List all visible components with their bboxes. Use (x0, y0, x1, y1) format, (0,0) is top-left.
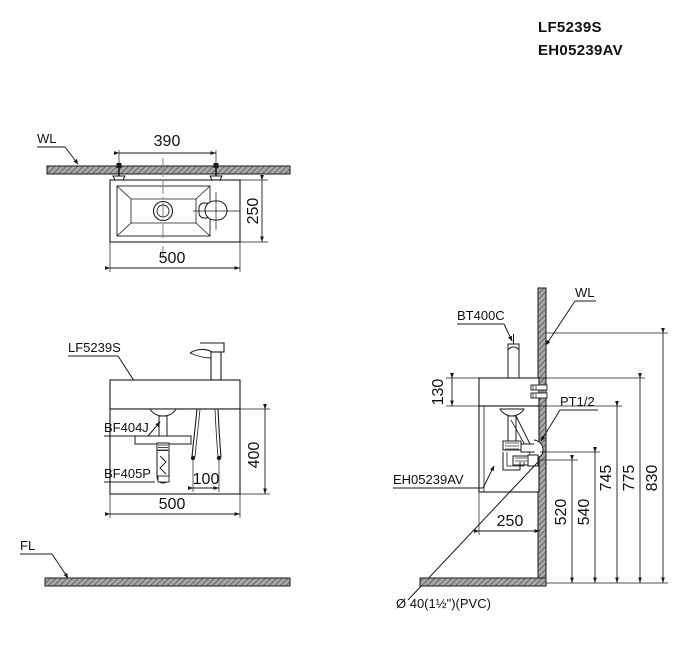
section-trap-assembly (499, 408, 544, 471)
section-dim-775-text: 775 (621, 465, 638, 492)
section-trap-model-leader: EH05239AV (393, 465, 495, 489)
section-dim-250: 250 (473, 492, 540, 535)
section-waste-pipe-leader: Ø 40(1½")(PVC) (396, 461, 539, 611)
plan-dim-390: 390 (113, 133, 217, 163)
section-dim-520-text: 520 (553, 499, 570, 526)
section-dim-130: 130 (430, 372, 479, 407)
product-code-secondary: EH05239AV (538, 42, 623, 59)
elev-dim-500: 500 (104, 494, 241, 518)
product-code-primary: LF5239S (538, 19, 602, 36)
title-block: LF5239S EH05239AV (538, 16, 698, 62)
plan-dim-500-text: 500 (159, 250, 186, 267)
section-bt400c-label: BT400C (457, 308, 505, 323)
section-waste-pipe-label: Ø 40(1½")(PVC) (396, 596, 491, 611)
section-dim-130-text: 130 (430, 379, 447, 406)
elev-model-label: LF5239S (68, 340, 121, 355)
section-floor-slab (419, 577, 547, 587)
elev-dim-100: 100 (187, 471, 220, 490)
plan-dim-390-text: 390 (154, 133, 181, 150)
elev-floor-line-leader: FL (20, 538, 69, 579)
elev-bf405p-leader: BF405P (104, 466, 155, 483)
plan-faucet (193, 192, 240, 230)
plan-wl-label: WL (37, 131, 57, 146)
section-pt12-leader: PT1/2 (540, 394, 598, 442)
section-dim-540-text: 540 (576, 499, 593, 526)
section-eh05239av-label: EH05239AV (393, 472, 464, 487)
elev-bf404j-label: BF404J (104, 420, 149, 435)
elev-dim-400: 400 (240, 403, 270, 495)
elev-floor-slab (44, 577, 291, 587)
section-dim-250-text: 250 (497, 513, 524, 530)
section-dim-stack: 520 540 745 775 830 (540, 327, 668, 584)
section-dim-830-text: 830 (644, 465, 661, 492)
elev-fl-label: FL (20, 538, 35, 553)
section-wall-line-leader: WL (545, 285, 596, 346)
section-supply-fittings (530, 384, 548, 399)
section-pt12-label: PT1/2 (560, 394, 595, 409)
elev-dim-500-text: 500 (159, 496, 186, 513)
plan-dim-250: 250 (240, 174, 268, 243)
section-wl-label: WL (575, 285, 595, 300)
elev-bf405p-label: BF405P (104, 466, 151, 481)
section-view-group: WL BT400C (393, 285, 668, 611)
plan-wall-line-leader: WL (37, 131, 79, 165)
plan-dim-250-text: 250 (245, 198, 262, 225)
elev-supply-lines (190, 408, 222, 492)
elev-bf404j-leader: BF404J (104, 420, 161, 437)
elev-dim-400-text: 400 (246, 442, 263, 469)
plan-view-group: WL (37, 131, 291, 272)
elev-faucet (189, 342, 225, 381)
section-dim-745-text: 745 (598, 465, 615, 492)
plan-wall-band (46, 165, 291, 175)
elev-drain-assembly (134, 408, 192, 484)
section-bt400c-leader: BT400C (457, 308, 513, 342)
plan-mounting-bolts (112, 163, 223, 181)
plan-dim-500: 500 (104, 242, 241, 272)
elevation-view-group: LF5239S (20, 340, 291, 587)
elev-dim-100-text: 100 (193, 471, 220, 488)
